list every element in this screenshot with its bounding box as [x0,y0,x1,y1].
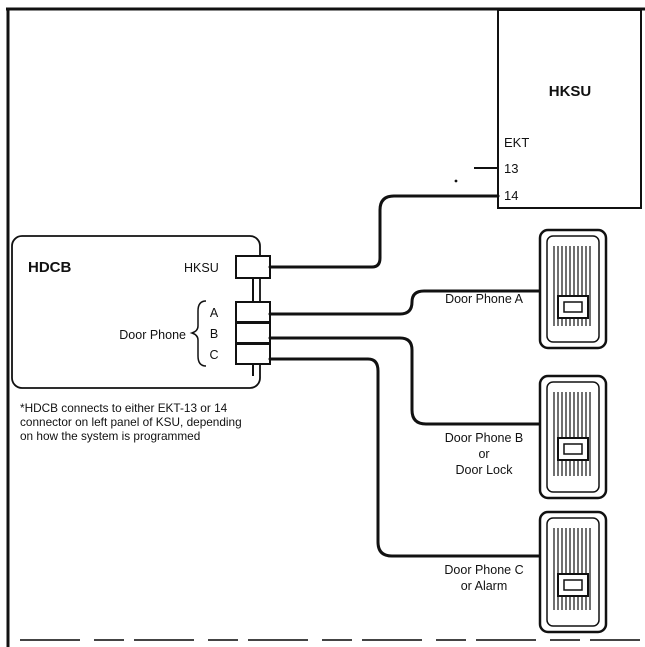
hdcb-hksu-connector [235,255,271,279]
hdcb-unit: HDCB HKSU A B C Door Phone [11,235,271,389]
hdcb-connector-b [235,322,271,344]
stray-dot [454,179,458,183]
port-b-label: B [210,327,218,341]
wire-door-phone-b [268,336,542,426]
hdcb-hksu-port-label: HKSU [184,261,219,275]
hksu-port-14-label: 14 [504,188,518,203]
hksu-port-13-label: 13 [504,161,518,176]
footnote: *HDCB connects to either EKT-13 or 14 co… [20,401,242,443]
alarm-label: or Alarm [461,579,508,593]
hksu-box [497,9,642,209]
door-phone-label: Door Phone [119,328,186,342]
footnote-line-1: *HDCB connects to either EKT-13 or 14 [20,401,228,415]
wire-door-phone-a [268,289,542,316]
hdcb-connector-c [235,343,271,365]
footnote-line-3: on how the system is programmed [20,429,200,443]
wire-door-phone-c [268,357,542,558]
door-phone-c-device [538,510,608,634]
hksu-title: HKSU [549,83,592,100]
wires [268,194,542,558]
door-phone-brace [189,300,207,367]
hdcb-connector-a [235,301,271,323]
hdcb-title: HDCB [28,259,71,276]
door-lock-label: Door Lock [456,463,514,477]
hksu-unit: HKSU EKT 13 14 [454,9,642,209]
door-phone-b-device [538,374,608,500]
door-phone-c-label: Door Phone C [444,563,523,577]
hksu-ekt-label: EKT [504,135,529,150]
door-phone-b-label: Door Phone B [445,431,524,445]
footnote-line-2: connector on left panel of KSU, dependin… [20,415,242,429]
door-phone-a-label: Door Phone A [445,292,523,306]
door-phone-b-or-label: or [478,447,489,461]
port-c-label: C [209,348,218,362]
port-a-label: A [210,306,219,320]
door-phone-a-device [538,228,608,350]
wire-hksu-14 [268,194,500,269]
